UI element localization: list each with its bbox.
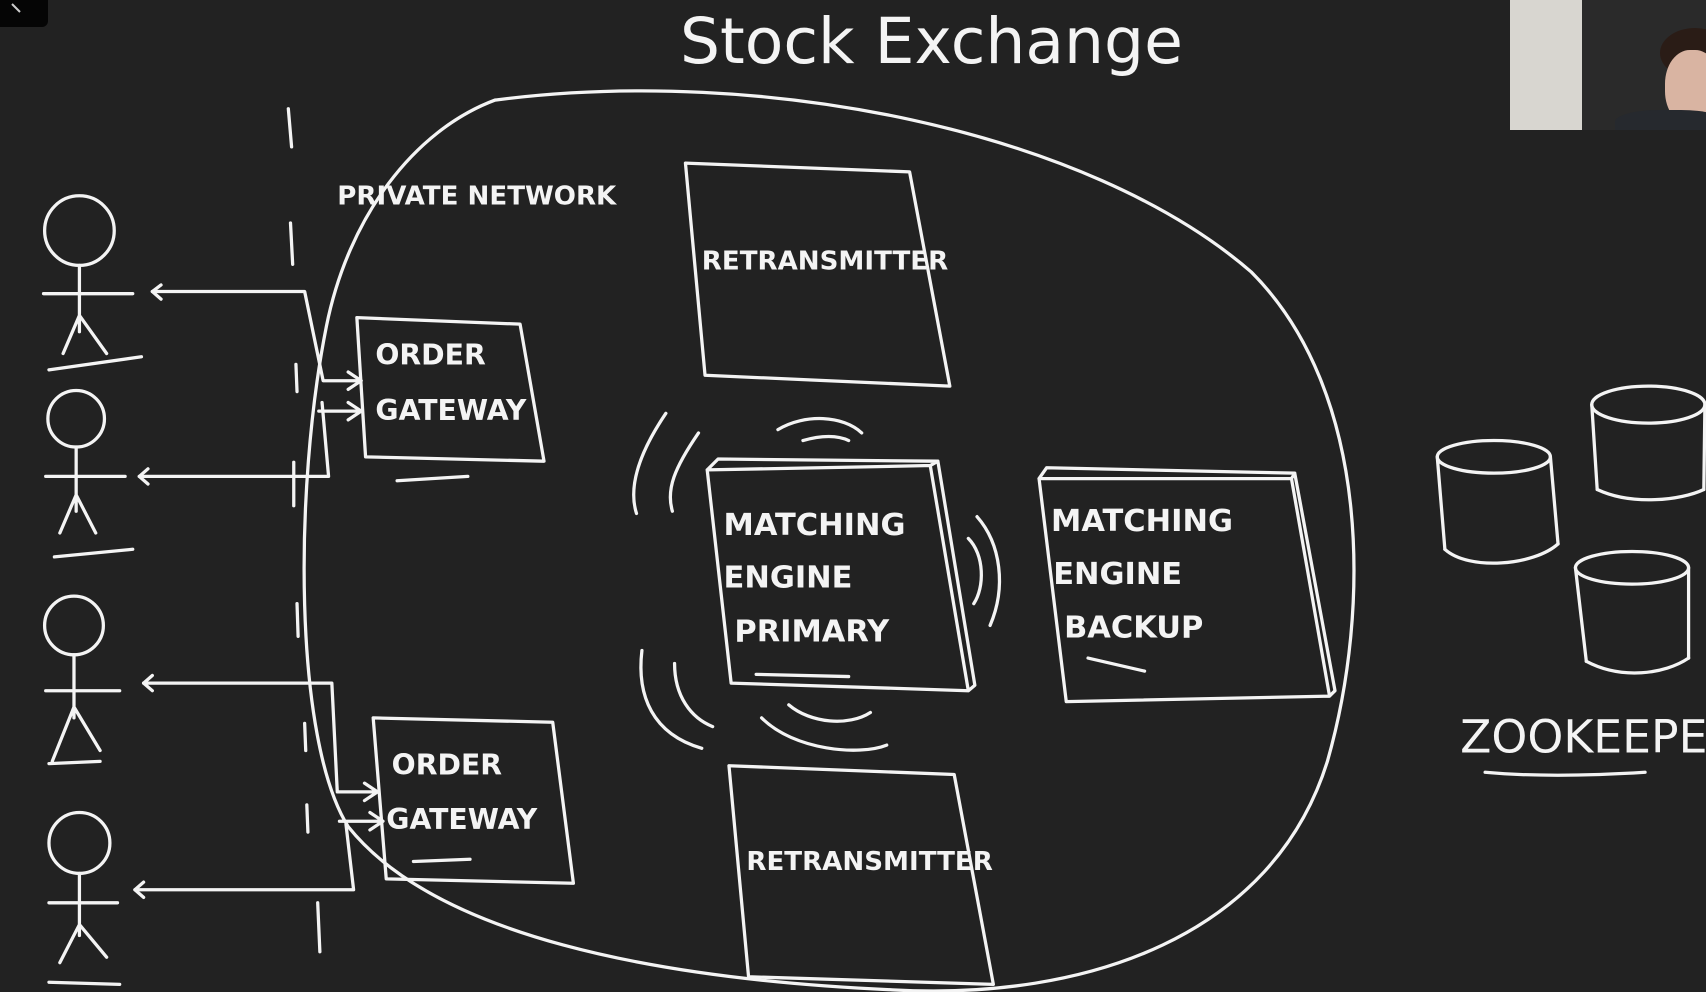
stick-figure-icon [41, 194, 144, 372]
svg-text:ORDER: ORDER [375, 338, 486, 371]
svg-text:ZOOKEEPER: ZOOKEEPER [1460, 711, 1706, 764]
svg-text:RETRANSMITTER: RETRANSMITTER [746, 847, 992, 877]
svg-text:ENGINE: ENGINE [724, 560, 853, 595]
svg-text:PRIMARY: PRIMARY [734, 615, 890, 650]
matching-engine-backup: MATCHING ENGINE BACKUP [1037, 466, 1337, 704]
matching-engine-primary: MATCHING ENGINE PRIMARY [632, 411, 1002, 752]
zookeeper-cluster: ZOOKEEPER [1435, 384, 1706, 777]
stick-figure-icon [44, 388, 135, 559]
svg-text:MATCHING: MATCHING [1051, 504, 1233, 539]
order-gateway-bottom: ORDER GATEWAY [371, 716, 576, 885]
webcam-video-feed [1510, 0, 1706, 130]
svg-text:BACKUP: BACKUP [1064, 610, 1203, 645]
svg-text:ORDER: ORDER [392, 748, 503, 781]
stick-figure-icon [42, 594, 122, 766]
back-button[interactable] [0, 0, 48, 27]
svg-text:MATCHING: MATCHING [724, 508, 906, 543]
heartbeat-waves [632, 411, 1002, 752]
private-network-boundary [302, 89, 1356, 992]
svg-text:GATEWAY: GATEWAY [375, 394, 527, 427]
retransmitter-bottom: RETRANSMITTER [727, 764, 995, 987]
order-gateway-top: ORDER GATEWAY [355, 315, 546, 483]
database-cylinder-icon [1573, 549, 1691, 675]
stick-figure-icon [47, 810, 122, 987]
database-cylinder-icon [1435, 438, 1560, 565]
database-cylinder-icon [1590, 384, 1706, 502]
diagram-title: Stock Exchange [680, 4, 1183, 78]
private-network-label: PRIVATE NETWORK [337, 181, 618, 211]
chevron-left-icon [11, 3, 21, 13]
retransmitter-top: RETRANSMITTER [683, 161, 952, 388]
network-divider [286, 107, 322, 954]
svg-text:GATEWAY: GATEWAY [386, 803, 538, 836]
svg-text:ENGINE: ENGINE [1053, 557, 1182, 592]
connection-arrows [133, 283, 385, 900]
client-users [41, 194, 144, 987]
svg-text:RETRANSMITTER: RETRANSMITTER [702, 247, 948, 277]
